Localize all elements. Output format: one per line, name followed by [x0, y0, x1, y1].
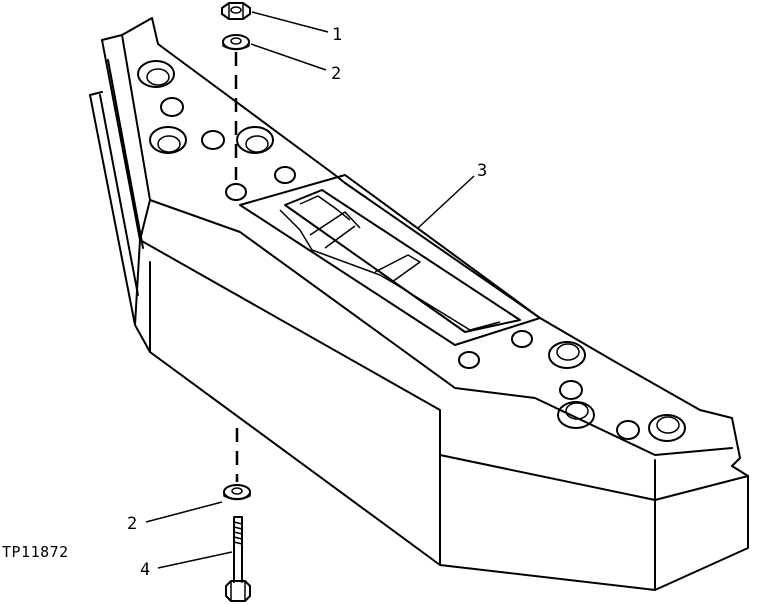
leader-1 [251, 11, 329, 33]
leader-2-bottom [145, 501, 223, 523]
leader-4 [157, 551, 233, 569]
callout-label-1: 1 [332, 25, 342, 45]
leader-2-top [250, 43, 327, 71]
mounting-holes [137, 60, 686, 442]
callout-label-4: 4 [140, 560, 150, 580]
callouts: 1 2 3 2 4 [127, 11, 487, 580]
callout-label-2-top: 2 [331, 64, 341, 84]
leader-3 [417, 175, 475, 229]
counterweight [89, 17, 749, 591]
figure-code: TP11872 [2, 543, 69, 561]
weight-step [139, 239, 656, 501]
center-recess [239, 174, 541, 346]
weight-lower-mid [149, 261, 749, 591]
weight-inner-vertical [99, 59, 144, 296]
weight-lower-left [89, 91, 141, 326]
nut-icon [221, 2, 251, 20]
washer-top-icon [222, 34, 250, 51]
callout-label-3: 3 [477, 161, 487, 181]
weight-top-inner-edge [121, 34, 733, 456]
washer-bottom-icon [223, 484, 251, 501]
weight-lower-front [134, 324, 749, 591]
bolt-icon [225, 516, 251, 602]
callout-label-2-bottom: 2 [127, 514, 137, 534]
